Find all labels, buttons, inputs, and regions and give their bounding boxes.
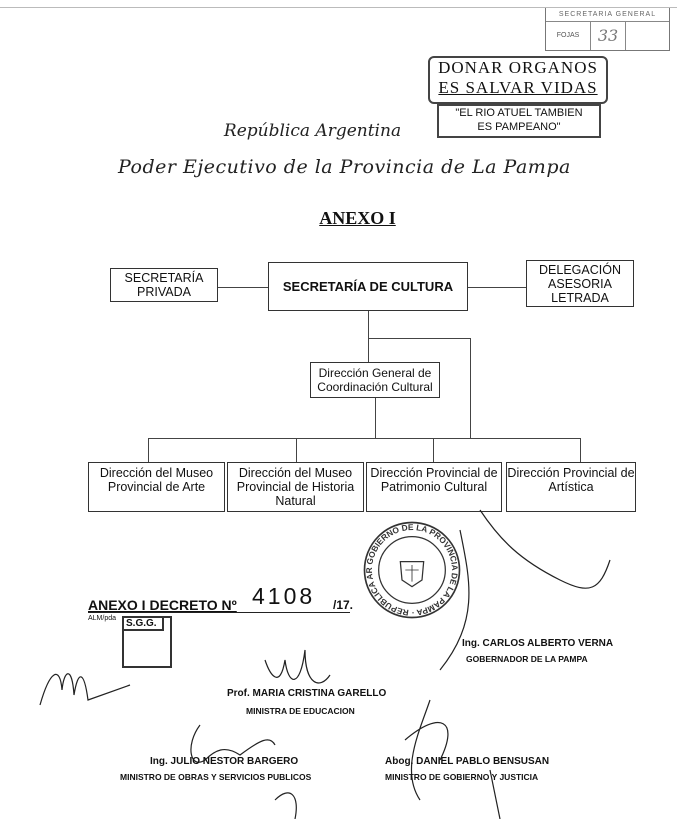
sgg-label: S.G.G. (124, 618, 164, 631)
box-museo-arte: Dirección del Museo Provincial de Arte (88, 462, 225, 512)
decreto-number: 4108 (252, 583, 316, 609)
rio-line2: ES PAMPEANO" (477, 121, 561, 133)
connector (148, 438, 149, 462)
letterhead-republica: República Argentina (223, 121, 402, 141)
sgg-stamp: S.G.G. (122, 616, 172, 668)
page-title: ANEXO I (319, 208, 396, 228)
donar-line2: ES SALVAR VIDAS (438, 78, 598, 97)
connector (368, 338, 470, 339)
stamp-header: SECRETARIA GENERAL (546, 8, 669, 22)
rio-line1: "EL RIO ATUEL TAMBIEN (455, 107, 583, 119)
signatory-name: Abog. DANIEL PABLO BENSUSAN (385, 756, 550, 767)
signatory-name: Prof. MARIA CRISTINA GARELLO (227, 688, 387, 699)
fojas-label: FOJAS (546, 22, 591, 50)
fojas-value: 33 (591, 22, 626, 50)
box-delegacion-asesoria: DELEGACIÓN ASESORIA LETRADA (526, 260, 634, 307)
signatory-name: Ing. JULIO NESTOR BARGERO (150, 756, 299, 767)
box-secretaria-cultura: SECRETARÍA DE CULTURA (268, 262, 468, 311)
page-top-edge (0, 7, 677, 8)
signatory-name: Ing. CARLOS ALBERTO VERNA (462, 638, 614, 649)
provincial-seal: GOBIERNO DE LA PROVINCIA DE LA PAMPA · R… (362, 520, 461, 619)
connector (296, 438, 297, 462)
connector (375, 398, 376, 438)
decreto-underline (88, 612, 350, 613)
connector (470, 338, 471, 438)
connector (433, 438, 434, 462)
signatory-role: MINISTRA DE EDUCACION (246, 706, 355, 716)
connector (148, 438, 581, 439)
connector (468, 287, 526, 288)
connector (218, 287, 268, 288)
connector (368, 311, 369, 362)
initials: ALM/pda (88, 615, 117, 622)
signatory-role: MINISTRO DE OBRAS Y SERVICIOS PUBLICOS (120, 772, 312, 782)
decreto-year: /17. (333, 598, 354, 612)
decreto-label: ANEXO I DECRETO Nº (88, 597, 237, 613)
box-museo-historia-natural: Dirección del Museo Provincial de Histor… (227, 462, 364, 512)
donar-line1: DONAR ORGANOS (438, 58, 598, 77)
connector (580, 438, 581, 462)
fojas-stamp: SECRETARIA GENERAL FOJAS 33 (545, 8, 670, 51)
signatory-role: GOBERNADOR DE LA PAMPA (466, 654, 588, 664)
letterhead-poder-ejecutivo: Poder Ejecutivo de la Provincia de La Pa… (118, 156, 571, 178)
box-artistica: Dirección Provincial de Artística (506, 462, 636, 512)
handwritten-signatures (39, 509, 611, 819)
box-secretaria-privada: SECRETARÍA PRIVADA (110, 268, 218, 302)
signatory-role: MINISTRO DE GOBIERNO Y JUSTICIA (385, 772, 539, 782)
box-patrimonio-cultural: Dirección Provincial de Patrimonio Cultu… (366, 462, 502, 512)
rio-atuel-stamp: "EL RIO ATUEL TAMBIEN ES PAMPEANO" (437, 104, 601, 138)
box-direccion-general: Dirección General de Coordinación Cultur… (310, 362, 440, 398)
donar-organos-stamp: DONAR ORGANOS ES SALVAR VIDAS (428, 56, 608, 104)
